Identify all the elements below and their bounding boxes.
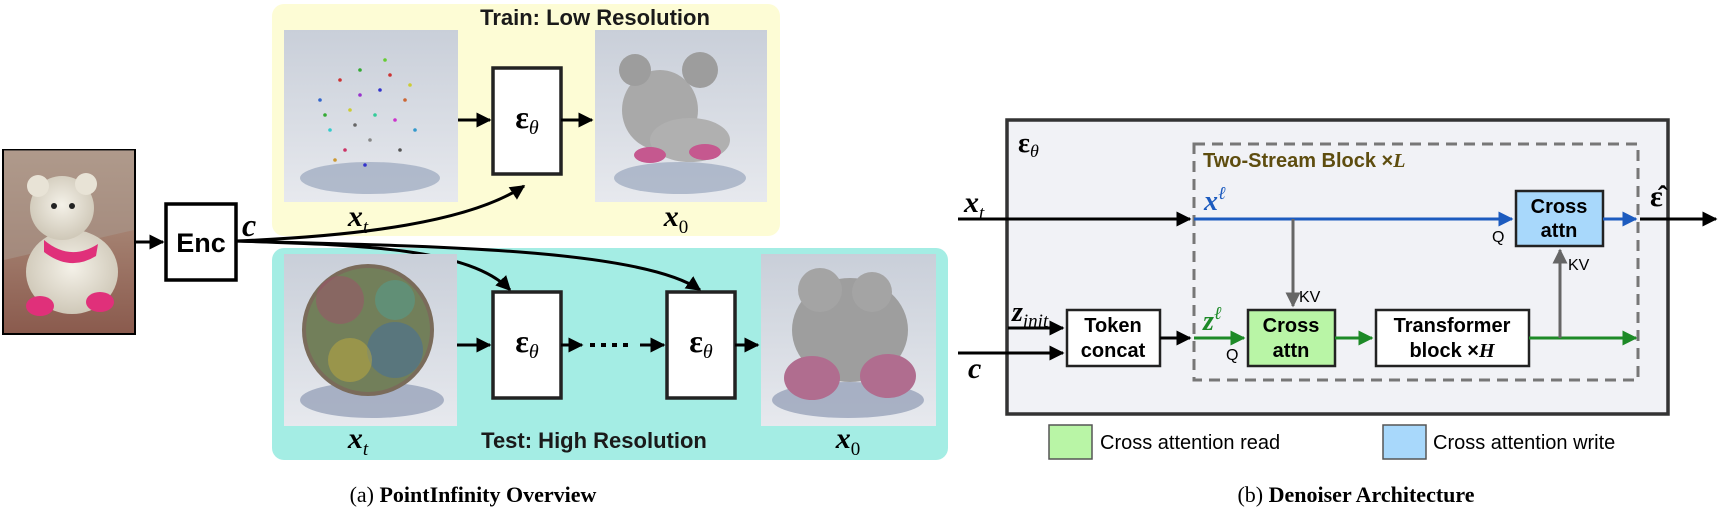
two-stream-block bbox=[1192, 142, 1640, 382]
two-stream-block-label: Two-Stream Block ×L bbox=[1203, 150, 1405, 172]
legend-write-swatch bbox=[1382, 424, 1427, 460]
enc-box bbox=[164, 202, 238, 282]
cross-attn-write-line2: attn bbox=[1541, 220, 1578, 242]
denoiser-eps-label: εθ bbox=[1018, 128, 1039, 161]
arrow-c-to-train-eps bbox=[235, 184, 526, 243]
test-x0-label: x0 bbox=[835, 422, 861, 460]
transformer-block-box bbox=[1374, 308, 1531, 368]
legend-read-label: Cross attention read bbox=[1100, 432, 1280, 454]
transformer-line2: block ×H bbox=[1409, 340, 1495, 362]
denoiser-c-input: c bbox=[968, 352, 981, 385]
token-concat-line1: Token bbox=[1084, 315, 1141, 337]
zl-label: zℓ bbox=[1202, 303, 1222, 337]
test-clean-render bbox=[761, 254, 936, 426]
read-q-label: Q bbox=[1226, 347, 1238, 364]
cross-attn-read-line2: attn bbox=[1273, 340, 1310, 362]
legend-write-label: Cross attention write bbox=[1433, 432, 1615, 454]
read-kv-label: KV bbox=[1299, 289, 1321, 306]
test-eps-label-2: εθ bbox=[689, 323, 713, 363]
write-q-label: Q bbox=[1492, 229, 1504, 246]
arrow-c-to-test-eps2 bbox=[235, 239, 702, 292]
caption-a: (a) PointInfinity Overview bbox=[350, 482, 597, 507]
train-xt-label: xt bbox=[347, 200, 369, 238]
train-eps-label: εθ bbox=[515, 99, 539, 139]
token-concat-box bbox=[1065, 308, 1162, 368]
test-eps-label-1: εθ bbox=[515, 323, 539, 363]
test-panel-title: Test: High Resolution bbox=[481, 428, 707, 453]
test-noisy-render bbox=[284, 254, 457, 426]
input-teddy-photo bbox=[2, 149, 136, 335]
train-panel-title: Train: Low Resolution bbox=[480, 5, 710, 30]
train-x0-label: x0 bbox=[663, 200, 689, 238]
write-kv-label: KV bbox=[1568, 257, 1590, 274]
train-noisy-render bbox=[284, 30, 458, 202]
denoiser-xt-input: xt bbox=[963, 186, 985, 224]
caption-b: (b) Denoiser Architecture bbox=[1237, 482, 1474, 507]
xl-label: xℓ bbox=[1203, 183, 1226, 217]
train-clean-render bbox=[595, 30, 767, 202]
legend-read-swatch bbox=[1048, 424, 1093, 460]
enc-c-symbol: c bbox=[242, 207, 256, 243]
test-xt-label: xt bbox=[347, 422, 369, 460]
transformer-line1: Transformer bbox=[1394, 315, 1511, 337]
cross-attn-read-line1: Cross bbox=[1263, 315, 1320, 337]
train-eps-box bbox=[491, 66, 563, 176]
cross-attn-read-box bbox=[1246, 308, 1337, 368]
cross-attn-write-line1: Cross bbox=[1531, 196, 1588, 218]
enc-label: Enc bbox=[176, 228, 226, 258]
token-concat-line2: concat bbox=[1081, 340, 1146, 362]
test-eps-box-2 bbox=[665, 290, 737, 400]
